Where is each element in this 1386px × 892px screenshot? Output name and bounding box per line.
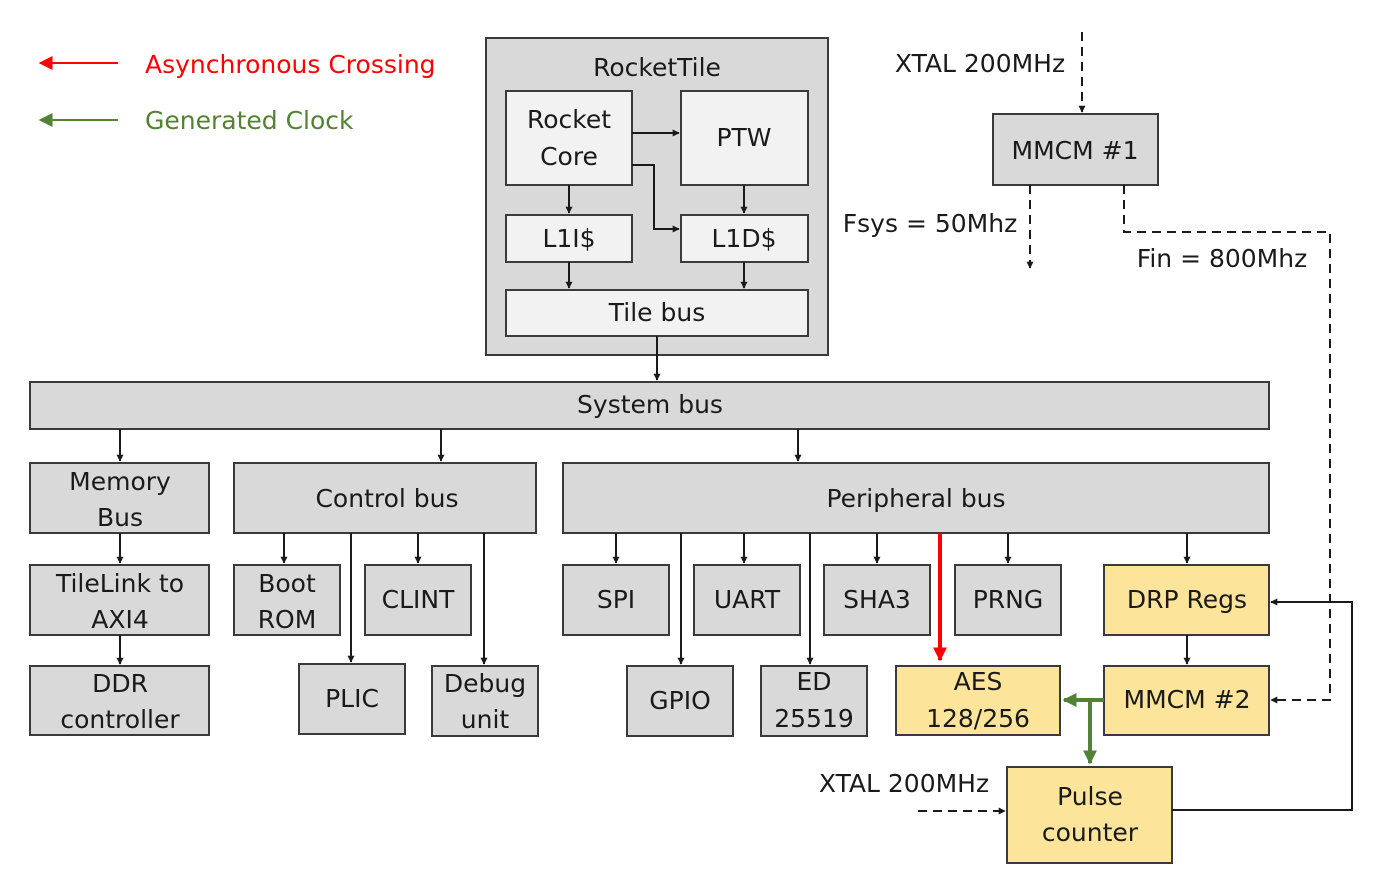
prng-box (954, 564, 1062, 636)
mmcm1-label: MMCM #1 (1012, 136, 1139, 165)
xtal-bottom-label: XTAL 200MHz (819, 769, 989, 798)
memory-bus-label-2: Bus (97, 503, 143, 532)
system-bus-box (29, 381, 1270, 430)
mmcm1-box (992, 113, 1159, 186)
spi-label: SPI (597, 585, 635, 614)
ddr-controller-box (29, 665, 210, 736)
plic-label: PLIC (325, 684, 379, 713)
aes-label-1: AES (954, 667, 1003, 696)
legend: Asynchronous Crossing Generated Clock (38, 50, 436, 135)
ptw-label: PTW (716, 123, 771, 152)
l1d-box (680, 214, 809, 263)
rocket-core-label-1: Rocket (527, 105, 611, 134)
prng-label: PRNG (973, 585, 1044, 614)
memory-bus-label-1: Memory (69, 467, 171, 496)
ed25519-label-1: ED (796, 667, 831, 696)
l1i-label: L1I$ (542, 224, 595, 253)
mmcm2-box (1103, 665, 1270, 736)
debug-label-1: Debug (444, 669, 526, 698)
ddr-label-2: controller (60, 705, 180, 734)
fin-clock-arrow (1123, 185, 1331, 704)
ed25519-label-2: 25519 (774, 704, 854, 733)
pulse-label-2: counter (1042, 818, 1139, 847)
tilelink-label-2: AXI4 (91, 605, 149, 634)
uart-box (693, 564, 801, 636)
tile-bus-box (505, 289, 809, 337)
xtal-top-label: XTAL 200MHz (895, 49, 1065, 78)
control-bus-label: Control bus (315, 484, 458, 513)
debug-unit-box (431, 665, 539, 737)
core-to-l1d-arrow (632, 164, 680, 233)
aes-label-2: 128/256 (926, 704, 1030, 733)
drp-regs-label: DRP Regs (1127, 585, 1247, 614)
gpio-box (626, 665, 734, 737)
ed25519-box (760, 665, 868, 737)
boot-rom-box (233, 564, 341, 636)
l1i-box (505, 214, 633, 263)
system-bus-label: System bus (577, 390, 723, 419)
sha3-box (823, 564, 931, 636)
aes-box (895, 665, 1061, 736)
mmcm2-label: MMCM #2 (1124, 685, 1251, 714)
pulse-label-1: Pulse (1057, 782, 1123, 811)
gen-legend-label: Generated Clock (145, 106, 354, 135)
pulse-counter-box (1006, 766, 1173, 864)
ptw-box (680, 90, 809, 186)
rocket-tile: RocketTile Rocket Core PTW L1I$ L1D$ Til… (485, 37, 829, 356)
clint-box (364, 564, 472, 636)
boot-rom-label-1: Boot (258, 569, 316, 598)
l1d-label: L1D$ (712, 224, 777, 253)
fsys-label: Fsys = 50Mhz (843, 209, 1017, 238)
pulse-to-drp-arrow (1172, 598, 1353, 811)
spi-box (562, 564, 670, 636)
plic-box (298, 663, 406, 735)
fin-label: Fin = 800Mhz (1137, 244, 1307, 273)
peripheral-bus-label: Peripheral bus (826, 484, 1005, 513)
sha3-label: SHA3 (843, 585, 911, 614)
memory-bus-box (29, 462, 210, 534)
clint-label: CLINT (382, 585, 455, 614)
tile-bus-label: Tile bus (608, 298, 705, 327)
rocket-tile-title: RocketTile (593, 53, 721, 82)
debug-label-2: unit (461, 705, 510, 734)
tilelink-axi4-box (29, 564, 210, 636)
boot-rom-label-2: ROM (258, 605, 317, 634)
control-bus-box (233, 462, 537, 534)
rocket-core-label-2: Core (540, 142, 598, 171)
gpio-label: GPIO (649, 686, 711, 715)
ddr-label-1: DDR (92, 669, 148, 698)
drp-regs-box (1103, 564, 1270, 636)
uart-label: UART (714, 585, 781, 614)
peripheral-bus-box (562, 462, 1270, 534)
tilelink-label-1: TileLink to (55, 569, 184, 598)
rocket-core-box (505, 90, 633, 186)
async-legend-label: Asynchronous Crossing (145, 50, 436, 79)
